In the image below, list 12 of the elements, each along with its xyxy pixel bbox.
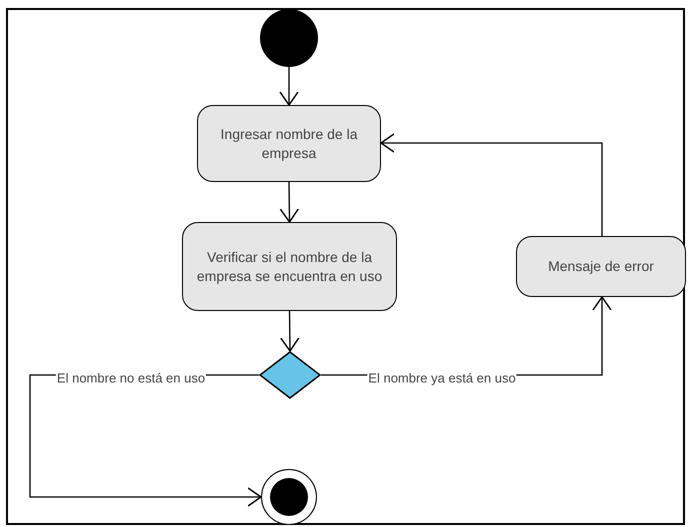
activity-box bbox=[516, 236, 686, 297]
activity-box bbox=[197, 105, 381, 182]
arrow bbox=[380, 133, 603, 236]
arrow bbox=[280, 311, 300, 352]
edge-label: El nombre ya está en uso bbox=[367, 370, 517, 386]
activity-label: Verificar si el nombre de la empresa se encuentra en uso bbox=[196, 248, 384, 286]
activity-label: Ingresar nombre de la empresa bbox=[220, 124, 358, 162]
activity-label: Mensaje de error bbox=[548, 257, 654, 276]
activity-box bbox=[182, 222, 397, 311]
edge-label: El nombre no está en uso bbox=[56, 370, 206, 386]
arrow bbox=[280, 182, 300, 223]
arrow bbox=[279, 67, 299, 106]
